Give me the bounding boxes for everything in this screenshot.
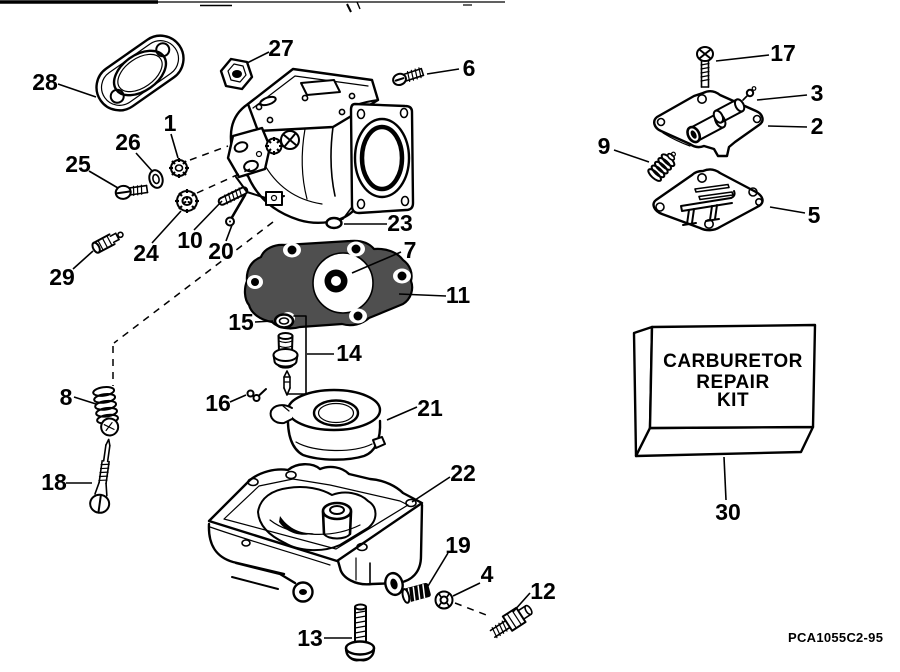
leader-line-3 <box>756 94 808 101</box>
leader-line-15 <box>254 320 274 323</box>
callout-label-22: 22 <box>450 460 476 486</box>
leader-line-5 <box>769 206 806 214</box>
leader-line-24 <box>151 210 182 244</box>
diaphragm-anchor-cutout <box>680 190 736 226</box>
callout-label-26: 26 <box>115 129 141 155</box>
leader-line-21 <box>386 406 418 421</box>
leader-line-7 <box>351 251 402 274</box>
part-needle <box>283 370 291 396</box>
callout-label-19: 19 <box>445 532 471 558</box>
callout-label-13: 13 <box>297 625 323 651</box>
kit-box-line-3: KIT <box>717 390 749 411</box>
footer-part-code: PCA1055C <box>788 630 856 645</box>
part-23-plug <box>325 216 343 230</box>
part-7-check-valve-ring <box>324 269 348 293</box>
callout-label-28: 28 <box>32 69 58 95</box>
part-17-screw <box>696 46 714 88</box>
part-5-diaphragm-plate <box>652 168 764 232</box>
callout-label-25: 25 <box>65 151 91 177</box>
part-15-o-ring <box>273 313 295 329</box>
part-18-needle-screw <box>89 438 111 514</box>
part-11-gasket <box>243 239 414 330</box>
callout-label-14: 14 <box>336 340 362 366</box>
leader-line-27 <box>246 51 270 64</box>
callout-label-30: 30 <box>715 499 741 525</box>
callout-label-3: 3 <box>811 80 824 106</box>
part-4-lock-washer <box>434 590 454 610</box>
callout-label-1: 1 <box>164 110 177 136</box>
kit-box-line-1: CARBURETOR <box>663 351 803 372</box>
leader-line-12 <box>512 592 531 613</box>
callout-label-11: 11 <box>446 282 471 308</box>
part-13-screw <box>344 603 376 662</box>
part-8-spring <box>92 386 120 437</box>
carburetor-body-drawing <box>226 67 415 224</box>
part-16-clip <box>246 388 267 402</box>
callout-label-27: 27 <box>268 35 294 61</box>
callout-label-15: 15 <box>228 309 254 335</box>
part-22-float-bowl <box>207 463 424 603</box>
leader-line-10 <box>193 200 223 231</box>
leader-line-16 <box>229 394 247 403</box>
leader-line-17 <box>715 54 770 62</box>
leader-line-19 <box>427 552 449 587</box>
leader-line-8 <box>73 396 97 405</box>
part-25-screw <box>114 184 149 200</box>
callout-label-16: 16 <box>205 390 231 416</box>
assembly-dashed-lines <box>112 145 490 617</box>
callout-label-6: 6 <box>463 55 476 81</box>
leader-line-2 <box>767 125 808 128</box>
leader-line-25 <box>88 170 119 189</box>
callout-label-4: 4 <box>481 561 494 587</box>
leader-line-22 <box>411 476 451 503</box>
part-3-valve-body <box>712 86 757 124</box>
callout-label-2: 2 <box>811 113 824 139</box>
diaphragm-slots <box>694 183 734 201</box>
part-9-spring <box>647 151 676 182</box>
callout-label-24: 24 <box>133 240 159 266</box>
part-26-washer <box>148 169 164 189</box>
leader-line-11 <box>398 293 447 297</box>
part-19-plug <box>401 582 431 604</box>
callout-label-12: 12 <box>530 578 556 604</box>
callout-label-18: 18 <box>41 469 67 495</box>
part-10-pin <box>217 186 249 206</box>
callout-label-5: 5 <box>808 202 821 228</box>
leader-line-1 <box>170 133 179 159</box>
callout-label-8: 8 <box>60 384 73 410</box>
part-12-fitting <box>489 604 533 639</box>
leader-line-9 <box>613 149 650 163</box>
callout-label-17: 17 <box>770 40 796 66</box>
scan-artifact-marks <box>0 0 505 13</box>
leader-line-20 <box>225 224 233 242</box>
kit-box-line-2: REPAIR <box>696 372 769 393</box>
leader-line-26 <box>135 152 154 173</box>
part-24-star-washer <box>175 189 199 213</box>
callout-label-10: 10 <box>177 227 203 253</box>
part-21-float <box>269 388 386 461</box>
part-2-pump-cover <box>653 86 764 158</box>
part-6-screw <box>392 67 425 87</box>
leader-line-28 <box>57 83 97 98</box>
repair-kit-box: CARBURETOR REPAIR KIT <box>632 323 817 458</box>
callout-label-20: 20 <box>208 238 234 264</box>
part-28-flange-gasket <box>95 34 185 112</box>
callout-label-29: 29 <box>49 264 75 290</box>
callout-label-21: 21 <box>417 395 443 421</box>
callout-label-9: 9 <box>598 133 611 159</box>
callout-label-23: 23 <box>387 210 413 236</box>
part-1-lock-washer <box>169 158 189 178</box>
part-14-needle-valve-assembly <box>272 315 307 396</box>
part-20-screw <box>225 193 247 227</box>
part-29-fitting <box>91 231 124 254</box>
part-27-nut <box>219 57 254 91</box>
callout-label-7: 7 <box>404 237 417 263</box>
leader-line-29 <box>72 250 94 270</box>
footer-revision: 2-95 <box>856 630 883 645</box>
leader-line-4 <box>452 582 481 597</box>
leader-line-30 <box>723 456 727 501</box>
leader-line-6 <box>426 68 460 75</box>
